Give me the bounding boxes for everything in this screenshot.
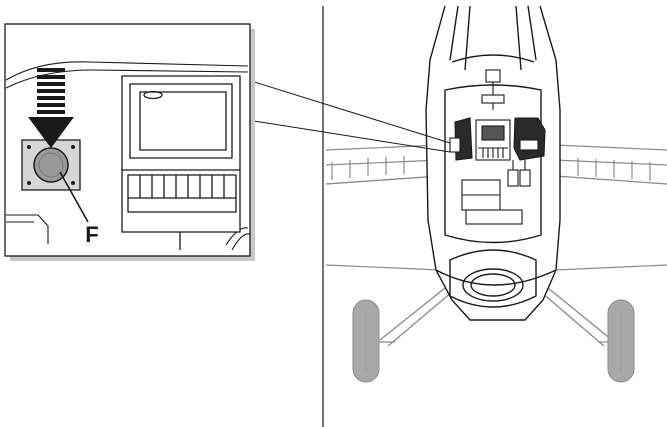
inset-cables (5, 61, 251, 251)
receiver-bay (449, 69, 546, 225)
left-wing (325, 144, 441, 271)
callout-letter: F (85, 222, 98, 247)
detail-leader-lines (247, 79, 451, 153)
down-arrow-icon (28, 68, 74, 148)
callout-leader (59, 171, 89, 223)
aircraft-view-panel (322, 5, 667, 427)
bind-button-plate (21, 139, 81, 191)
right-wheel (607, 299, 635, 383)
inset-housing-edge (6, 214, 49, 244)
inset-receiver (121, 75, 241, 250)
fuselage (425, 5, 561, 321)
right-wing (554, 144, 667, 271)
detail-inset: F (4, 23, 255, 261)
left-wheel (352, 299, 380, 383)
